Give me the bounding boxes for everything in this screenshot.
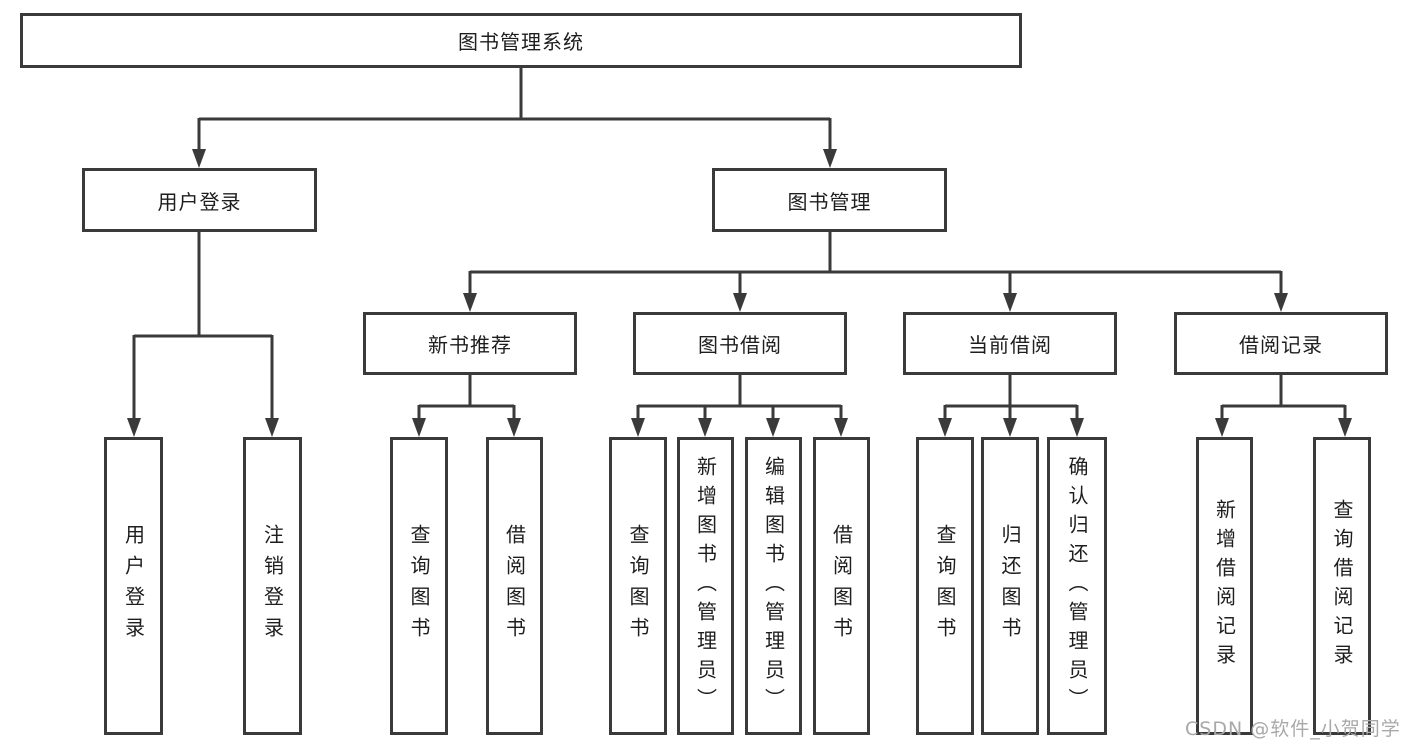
leaf-borrow-book-rec-label: 借阅图书 [502, 524, 527, 648]
leaf-add-record-label: 新增借阅记录 [1212, 499, 1237, 673]
leaf-query-book-borrow-label: 查询图书 [626, 524, 650, 648]
leaf-confirm-return-label: 确认归还（管理员） [1065, 455, 1089, 717]
node-user-login-label: 用户登录 [157, 189, 242, 214]
node-book-mgmt-label: 图书管理 [787, 189, 872, 214]
node-borrow-record-label: 借阅记录 [1239, 333, 1323, 357]
leaf-edit-book: 编辑图书（管理员） [745, 437, 802, 735]
leaf-query-book-current: 查询图书 [916, 437, 974, 735]
leaf-confirm-return: 确认归还（管理员） [1047, 437, 1107, 735]
leaf-user-login-label: 用户登录 [121, 524, 146, 648]
leaf-return-book-label: 归还图书 [998, 524, 1022, 648]
node-borrow-record: 借阅记录 [1174, 312, 1388, 375]
leaf-return-book: 归还图书 [981, 437, 1039, 735]
node-new-book-rec-label: 新书推荐 [428, 333, 512, 357]
leaf-edit-book-label: 编辑图书（管理员） [761, 455, 786, 717]
leaf-query-book-borrow: 查询图书 [609, 437, 667, 735]
arrowheads [127, 149, 1352, 437]
node-book-borrow: 图书借阅 [633, 312, 847, 375]
node-root-label: 图书管理系统 [458, 30, 584, 54]
node-book-borrow-label: 图书借阅 [698, 333, 782, 357]
node-current-borrow: 当前借阅 [903, 312, 1117, 375]
leaf-borrow-book-rec: 借阅图书 [486, 437, 543, 735]
leaf-logout: 注销登录 [243, 437, 302, 735]
node-root: 图书管理系统 [20, 13, 1022, 68]
node-user-login: 用户登录 [82, 168, 317, 232]
leaf-add-book: 新增图书（管理员） [677, 437, 734, 735]
leaf-add-book-label: 新增图书（管理员） [693, 455, 718, 717]
leaf-borrow-book-borrow: 借阅图书 [813, 437, 870, 735]
csdn-watermark: CSDN @软件_小贺同学 [1185, 718, 1401, 740]
leaf-query-record-label: 查询借阅记录 [1330, 499, 1354, 673]
leaf-query-book-rec: 查询图书 [390, 437, 448, 735]
leaf-query-book-rec-label: 查询图书 [407, 524, 431, 648]
node-current-borrow-label: 当前借阅 [968, 333, 1052, 357]
leaf-add-record: 新增借阅记录 [1196, 437, 1253, 735]
leaf-query-record: 查询借阅记录 [1313, 437, 1371, 735]
node-book-mgmt: 图书管理 [712, 168, 947, 232]
leaf-borrow-book-borrow-label: 借阅图书 [829, 524, 854, 648]
leaf-query-book-current-label: 查询图书 [933, 524, 957, 648]
leaf-logout-label: 注销登录 [260, 524, 285, 648]
node-new-book-rec: 新书推荐 [363, 312, 577, 375]
leaf-user-login: 用户登录 [104, 437, 163, 735]
